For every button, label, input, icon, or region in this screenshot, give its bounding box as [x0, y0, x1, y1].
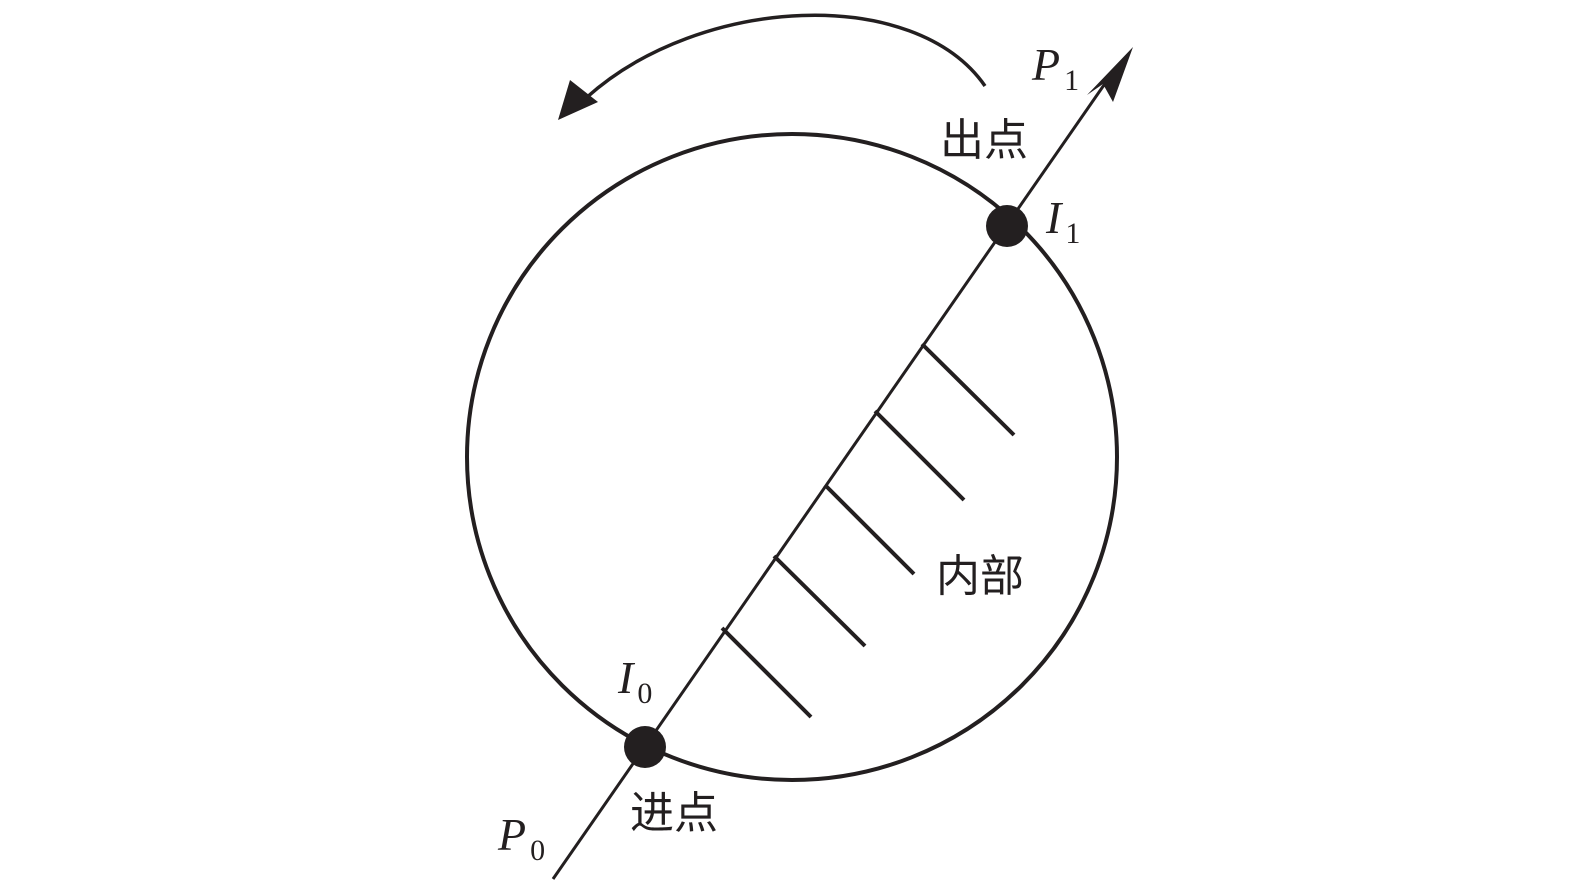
label-i1-main: I: [1045, 192, 1064, 243]
rotation-arrowhead: [558, 80, 598, 120]
label-interior: 内部: [936, 551, 1024, 602]
hatch-line: [772, 554, 867, 648]
p1-arrowhead: [1087, 47, 1133, 102]
label-entry-point: 进点: [630, 788, 718, 839]
intersection-point-i1: [986, 205, 1028, 247]
label-i0-main: I: [617, 652, 636, 703]
label-i1-sub: 1: [1065, 217, 1080, 250]
rotation-direction-arc: [584, 13, 987, 100]
label-p0-main: P: [497, 809, 526, 860]
label-p1-main: P: [1031, 39, 1060, 90]
clipping-circle: [465, 132, 1119, 782]
hatch-line: [873, 409, 966, 502]
label-i0-sub: 0: [637, 677, 652, 710]
intersection-point-i0: [624, 726, 666, 768]
label-p0-sub: 0: [530, 834, 545, 867]
hatch-line: [920, 342, 1016, 437]
hatch-line: [720, 626, 813, 719]
hatch-line: [823, 483, 916, 576]
interior-hatching: [720, 342, 1016, 719]
label-exit-point: 出点: [940, 115, 1028, 166]
label-p1-sub: 1: [1064, 64, 1079, 97]
